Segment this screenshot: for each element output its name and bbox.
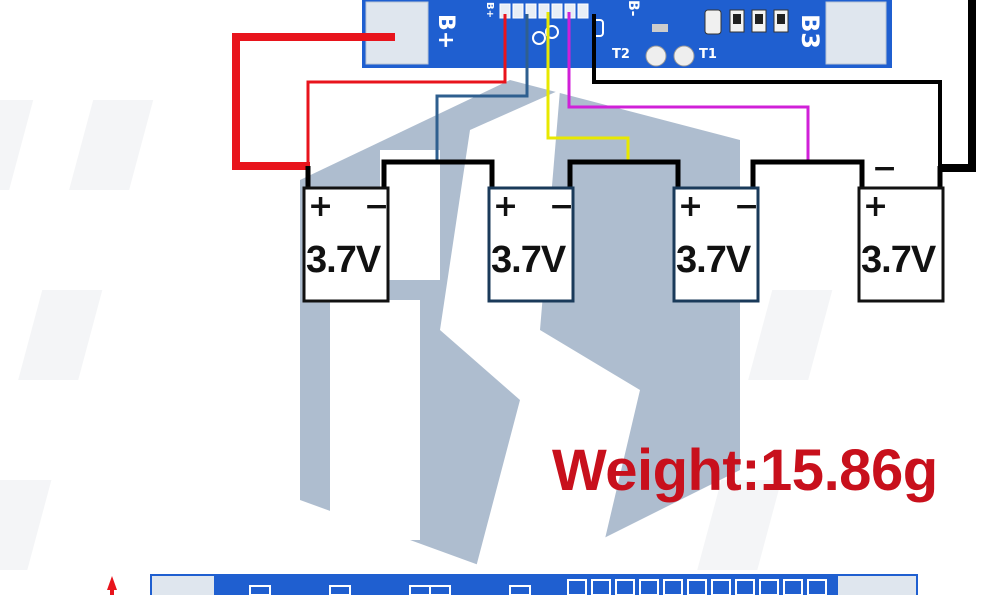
wire-yellow: [546, 12, 630, 162]
cell-4-plus-sign: +: [863, 189, 889, 224]
battery-cell-1: [302, 186, 390, 303]
link-cell3-cell4: [750, 159, 865, 188]
link-cell1-cell2: [381, 159, 495, 188]
cell-1-plus-sign: +: [308, 189, 334, 224]
cell-2-plus-sign: +: [493, 189, 519, 224]
wire-red-thin: [306, 14, 507, 166]
pcb-label-b-minus: B-: [625, 0, 641, 17]
cell-3-voltage: 3.7V: [676, 239, 751, 281]
pcb-label-b-plus: B+: [433, 14, 458, 50]
cell-2-minus-sign: −: [549, 189, 575, 224]
weight-label: Weight:15.86g: [552, 438, 938, 503]
pcb-label-b3: B3: [796, 14, 824, 49]
wire-black-thick: [940, 0, 976, 172]
cell-1-minus-sign: −: [364, 189, 390, 224]
cell-4-voltage: 3.7V: [861, 239, 936, 281]
cell-3-plus-sign: +: [678, 189, 704, 224]
pcb-label-t2: T2: [612, 47, 630, 62]
wire-red-thick: [232, 33, 395, 170]
wire-blue: [435, 14, 529, 162]
pcb-components: [645, 9, 789, 67]
battery-cell-2: [487, 186, 575, 303]
cell-1-voltage: 3.7V: [306, 239, 381, 281]
wires: [232, 0, 976, 188]
link-cell2-cell3: [567, 159, 681, 188]
background-watermark-pattern: [0, 100, 833, 570]
pcb-label-b-plus-small: B+: [484, 2, 495, 19]
cell-4-minus-sign: −: [872, 151, 898, 186]
battery-cell-4: [857, 186, 945, 303]
battery-cells: [302, 186, 945, 303]
cell-2-voltage: 3.7V: [491, 239, 566, 281]
pcb-label-t1: T1: [699, 47, 717, 62]
battery-cell-3: [672, 186, 760, 303]
pcb-board-bottom: [150, 574, 918, 595]
red-arrow-stub: [107, 576, 117, 595]
pcb-board-top: [362, 0, 892, 68]
wire-magenta: [567, 12, 810, 162]
wire-black-balance: [592, 14, 942, 166]
cell-3-minus-sign: −: [734, 189, 760, 224]
